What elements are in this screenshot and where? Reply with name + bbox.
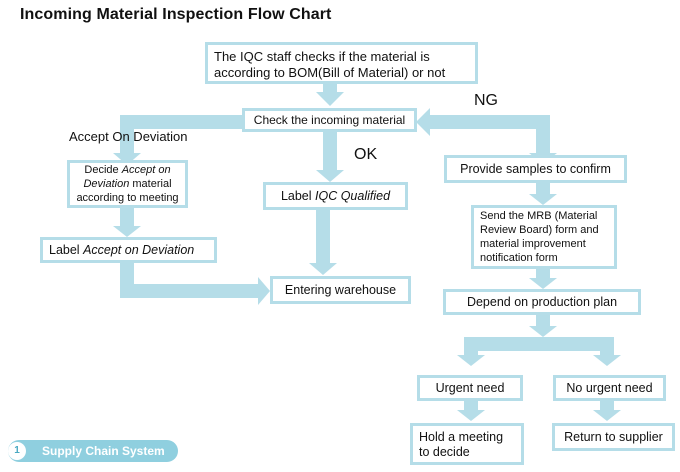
footer-pill <box>8 440 178 462</box>
arrow-head-iqc-to-check <box>316 92 344 106</box>
node-no-urgent-need: No urgent need <box>553 375 666 401</box>
arrow-head-to-urgent <box>457 355 485 366</box>
arrow-check-to-left <box>120 115 242 129</box>
arrow-depend-to-split <box>536 314 550 328</box>
edge-label-ng: NG <box>474 92 498 109</box>
footer-label: Supply Chain System <box>42 444 165 458</box>
arrow-check-to-label-iqc <box>323 130 337 172</box>
node-label-aod: Label Accept on Deviation <box>40 237 217 263</box>
arrow-iqc-to-check <box>323 82 337 94</box>
node-depend-production: Depend on production plan <box>443 289 641 315</box>
node-check-incoming: Check the incoming material <box>242 108 417 132</box>
node-provide-samples: Provide samples to confirm <box>444 155 627 183</box>
node-decide-aod: Decide Accept on Deviation material acco… <box>67 160 188 208</box>
arrow-nourgent-to-return <box>600 400 614 412</box>
arrow-label-iqc-to-warehouse <box>316 209 330 265</box>
arrow-mrb-to-depend <box>536 268 550 280</box>
node-label-iqc: Label IQC Qualified <box>263 182 408 210</box>
node-hold-meeting: Hold a meeting to decide <box>410 423 524 465</box>
node-iqc-check: The IQC staff checks if the material is … <box>205 42 478 84</box>
node-entering-warehouse: Entering warehouse <box>270 276 411 304</box>
arrow-decide-to-label-aod <box>120 206 134 228</box>
footer-number: 1 <box>8 442 26 460</box>
arrow-urgent-to-meeting <box>464 400 478 412</box>
edge-label-ok: OK <box>354 146 378 163</box>
edge-label-accept-on-deviation: Accept On Deviation <box>69 129 188 144</box>
node-return-supplier: Return to supplier <box>552 423 675 451</box>
arrow-ng-line <box>430 115 550 129</box>
arrow-head-to-no-urgent <box>593 355 621 366</box>
node-send-mrb: Send the MRB (Material Review Board) for… <box>471 205 617 269</box>
arrow-head-ng-to-check <box>416 108 430 136</box>
arrow-samples-to-mrb <box>536 182 550 196</box>
arrow-head-to-decide-aod <box>113 153 141 165</box>
node-urgent-need: Urgent need <box>417 375 523 401</box>
page-title: Incoming Material Inspection Flow Chart <box>20 6 332 23</box>
